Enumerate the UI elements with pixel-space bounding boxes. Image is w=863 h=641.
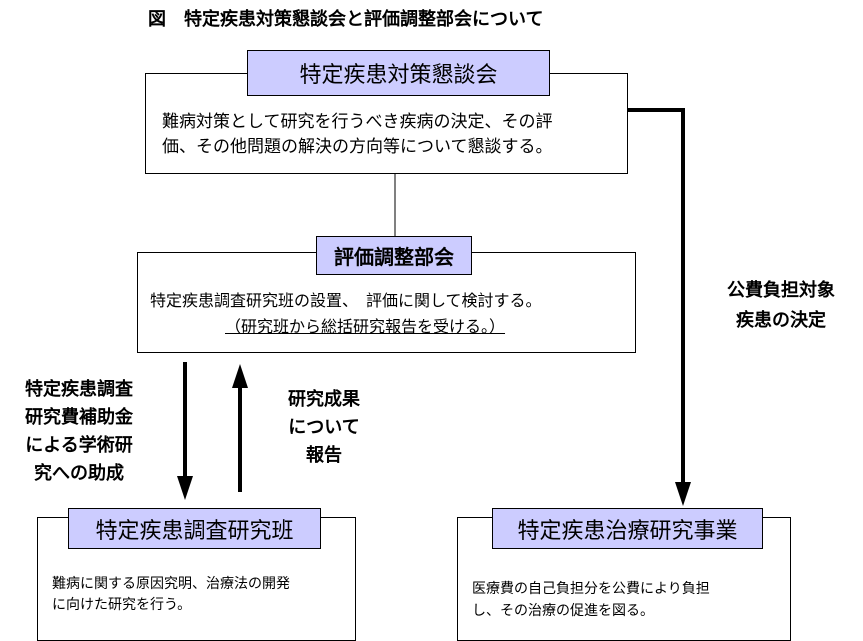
diagram-title: 図 特定疾患対策懇談会と評価調整部会について <box>148 9 544 30</box>
treatment-program-heading: 特定疾患治療研究事業 <box>492 508 763 549</box>
report-label-line: 研究成果 <box>288 389 360 410</box>
treatment-program-text-2: し、その治療の促進を図る。 <box>472 603 654 619</box>
council-heading-text: 特定疾患対策懇談会 <box>299 63 498 88</box>
report-label: 研究成果 について 報告 <box>274 386 374 470</box>
subcommittee-text-2: （研究班から総括研究報告を受ける。） <box>225 317 506 336</box>
research-team-heading: 特定疾患調査研究班 <box>68 508 321 549</box>
public-expense-label-line: 公費負担対象 <box>727 280 835 301</box>
treatment-program-text-1: 医療費の自己負担分を公費により負担 <box>472 581 710 597</box>
subcommittee-text-1: 特定疾患調査研究班の設置、 評価に関して検討する。 <box>150 291 542 310</box>
subcommittee-heading-text: 評価調整部会 <box>334 245 454 269</box>
grant-arrowhead-icon <box>177 476 193 500</box>
council-text-1: 難病対策として研究を行うべき疾病の決定、その評 <box>162 112 553 132</box>
program-arrowhead-icon <box>675 482 691 506</box>
report-label-line: について <box>288 417 360 438</box>
report-label-line: 報告 <box>306 445 342 466</box>
grant-label-line: 特定疾患調査 <box>25 379 133 400</box>
public-expense-label-line: 疾患の決定 <box>736 310 826 331</box>
research-team-text-2: に向けた研究を行う。 <box>52 597 192 613</box>
council-heading: 特定疾患対策懇談会 <box>247 50 550 96</box>
research-team-heading-text: 特定疾患調査研究班 <box>95 518 294 544</box>
grant-label: 特定疾患調査 研究費補助金 による学術研 究への助成 <box>4 376 154 488</box>
report-arrowhead-icon <box>232 364 248 388</box>
council-to-program-line <box>627 108 685 488</box>
public-expense-label: 公費負担対象 疾患の決定 <box>706 276 856 336</box>
grant-label-line: 究への助成 <box>34 463 124 484</box>
grant-label-line: による学術研 <box>25 435 133 456</box>
research-team-text-1: 難病に関する原因究明、治療法の開発 <box>52 576 290 592</box>
grant-label-line: 研究費補助金 <box>25 407 133 428</box>
treatment-program-heading-text: 特定疾患治療研究事業 <box>517 518 738 544</box>
council-text-2: 価、その他問題の解決の方向等について懇談する。 <box>162 137 553 157</box>
subcommittee-heading: 評価調整部会 <box>316 236 472 275</box>
